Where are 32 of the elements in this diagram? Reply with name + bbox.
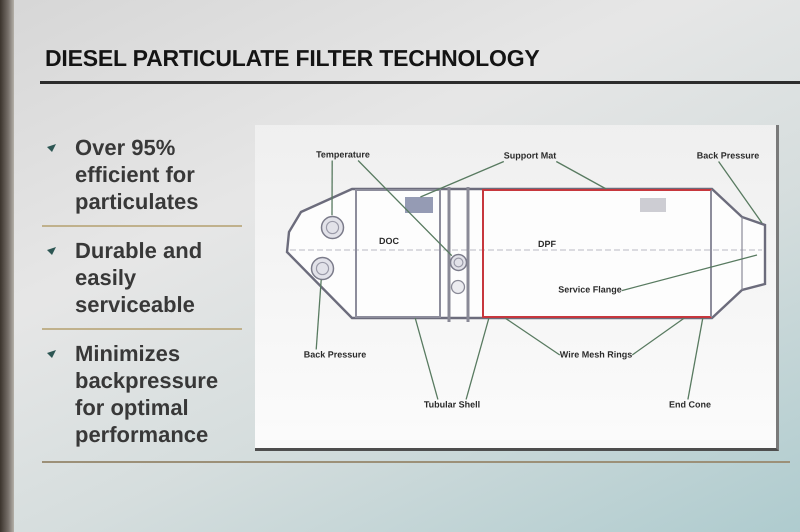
callout-label: Wire Mesh Rings xyxy=(560,350,632,360)
sensor-port-icon xyxy=(310,256,334,280)
bullet-text: Minimizes backpressure for optimal performance xyxy=(75,340,220,448)
bullet-text: Over 95% efficient for particulates xyxy=(75,134,200,215)
callout-label: Temperature xyxy=(316,150,370,160)
callout-label: Support Mat xyxy=(504,150,556,162)
catalyst-chamber xyxy=(355,189,441,318)
callout-label: Service Flange xyxy=(558,284,622,296)
leader-line xyxy=(622,254,758,292)
leader-line xyxy=(316,280,322,350)
chamber-label: DPF xyxy=(538,239,556,250)
callout-label: Back Pressure xyxy=(304,350,366,360)
leader-line xyxy=(504,317,560,356)
filter-chamber xyxy=(482,189,712,318)
slide-title: DIESEL PARTICULATE FILTER TECHNOLOGY xyxy=(45,44,540,72)
callout-label: End Cone xyxy=(669,400,711,410)
callout-label: Back Pressure xyxy=(696,150,760,162)
leader-line xyxy=(414,318,439,400)
leader-line xyxy=(632,317,685,356)
mat-pad xyxy=(405,197,433,213)
leader-line xyxy=(556,160,607,190)
chamber-label: DOC xyxy=(379,236,399,247)
leader-line xyxy=(331,160,333,216)
leader-line xyxy=(718,161,763,224)
leader-line xyxy=(687,318,704,400)
leader-line xyxy=(358,160,452,256)
bullet-text: Durable and easily serviceable xyxy=(75,237,204,318)
callout-label: Tubular Shell xyxy=(424,400,480,410)
sensor-port-icon xyxy=(448,252,468,272)
sensor-port-icon xyxy=(320,214,344,240)
leader-line xyxy=(420,160,504,198)
leader-line xyxy=(465,318,490,400)
